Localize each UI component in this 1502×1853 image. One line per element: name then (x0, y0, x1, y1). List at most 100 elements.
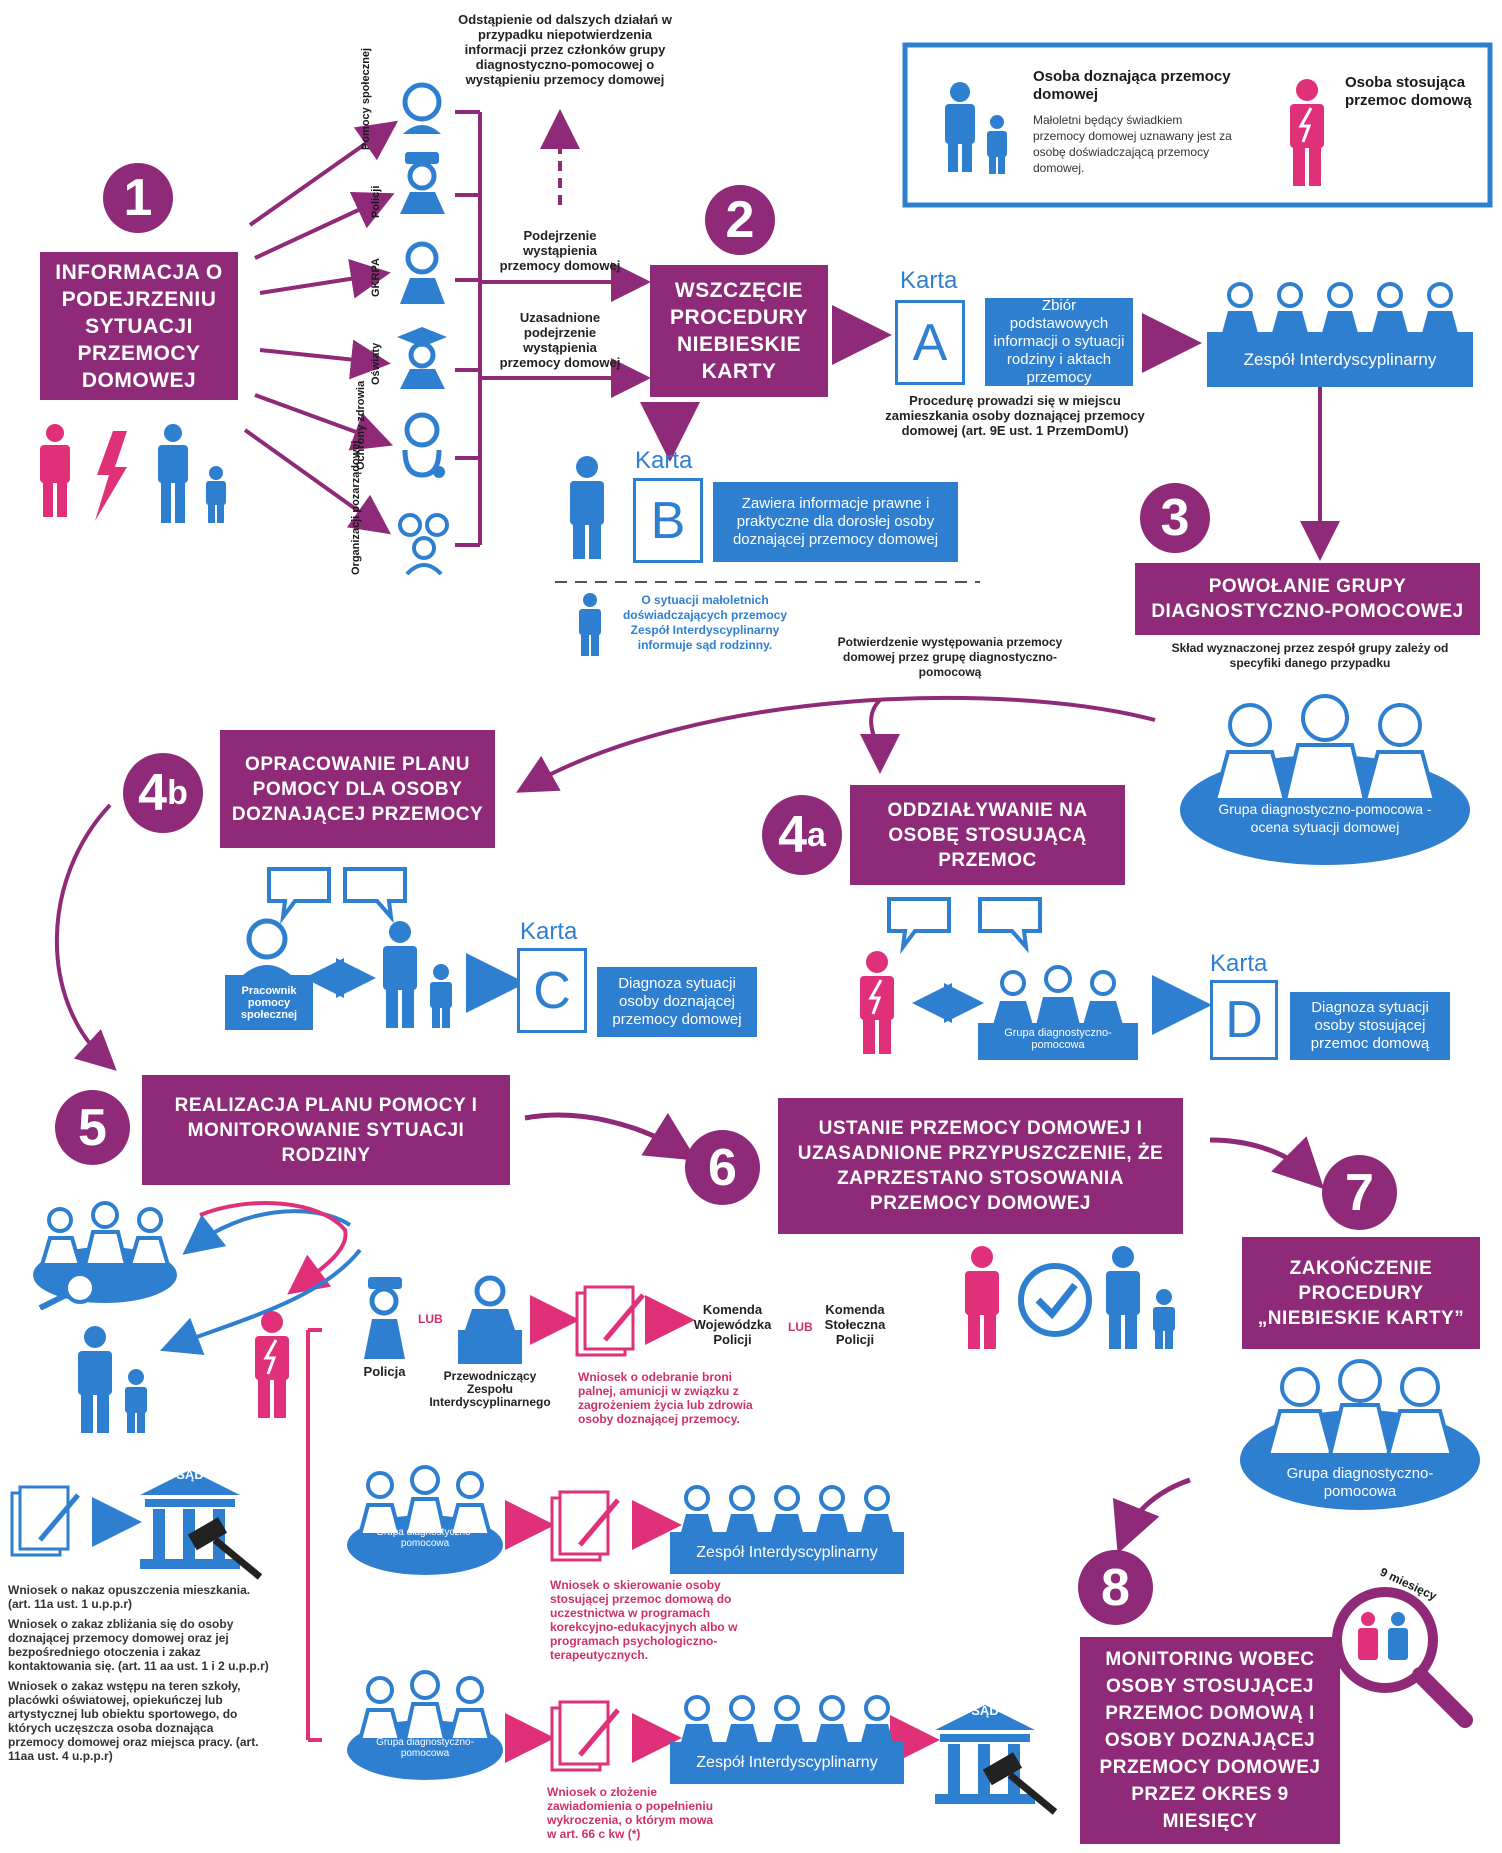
justified-suspicion-label: Uzasadnione podejrzenie wystąpienia prze… (499, 310, 621, 370)
step2-number: 2 (705, 185, 775, 255)
group-4a-label: Grupa diagnostyczno-pomocowa (1004, 1027, 1112, 1051)
program-request: Wniosek o skierowanie osoby stosującej p… (550, 1578, 738, 1662)
team-magnifier-icon (30, 1200, 180, 1310)
victim-bottom-left-icon (70, 1325, 155, 1435)
komenda-wojewodzka: Komenda Wojewódzka Policji (693, 1302, 772, 1347)
karta-a-note: Procedurę prowadzi się w miejscu zamiesz… (885, 393, 1145, 438)
step7-box: ZAKOŃCZENIE PROCEDURY „NIEBIESKIE KARTY” (1242, 1237, 1480, 1349)
group-eval-label: Grupa diagnostyczno-pomocowa - ocena syt… (1218, 801, 1432, 835)
ngo-group-icon (395, 510, 455, 575)
suspicion-label: Podejrzenie wystąpienia przemocy domowej (499, 228, 621, 273)
chairman-label: Przewodniczący Zespołu Interdyscyplinarn… (429, 1369, 551, 1409)
group-row3-icon (345, 1670, 505, 1780)
step1-people-icon (35, 423, 245, 528)
karta-b-victim-icon (565, 455, 610, 560)
step3-box: POWOŁANIE GRUPY DIAGNOSTYCZNO-POMOCOWEJ (1135, 563, 1480, 635)
karta-b-doc-icon: B (633, 478, 703, 563)
teacher-icon (395, 325, 450, 390)
karta-d-desc: Diagnoza sytuacji osoby stosującej przem… (1290, 992, 1450, 1060)
social-worker-icon (395, 80, 450, 135)
step8-number: 8 (1078, 1550, 1153, 1625)
step8-box: MONITORING WOBEC OSOBY STOSUJĄCEJ PRZEMO… (1080, 1637, 1340, 1844)
team-icon-top (1210, 275, 1470, 335)
police-officer-icon (395, 150, 450, 215)
document-pen-icon-2 (550, 1490, 625, 1570)
group-eval-icon (1180, 690, 1470, 865)
document-pen-icon-1 (575, 1285, 650, 1365)
step4a-num-suffix: a (807, 815, 826, 854)
social-worker-4b-icon (225, 915, 310, 975)
perpetrator-bottom-icon (250, 1310, 295, 1420)
victim-4b-icon (375, 920, 460, 1030)
group-row3-label: Grupa diagnostyczno-pomocowa (376, 1737, 474, 1759)
legend-perpetrator-icon (1285, 78, 1330, 188)
step6-resolved-icon (960, 1245, 1185, 1350)
legend-victim-desc: Małoletni będący świadkiem przemocy domo… (1033, 113, 1232, 175)
team-icon-row3 (672, 1688, 902, 1748)
court-label-left: SĄD (176, 1467, 204, 1482)
karta-a-desc: Zbiór podstawowych informacji o sytuacji… (985, 297, 1133, 386)
legend-victim-title: Osoba doznająca przemocy domowej (1033, 68, 1231, 103)
step4a-box: ODDZIAŁYWANIE NA OSOBĘ STOSUJĄCĄ PRZEMOC (850, 785, 1125, 885)
institution-label-ngo: Organizacji pozarządowej (350, 440, 362, 575)
group-row2-icon (345, 1465, 505, 1575)
court-icon-right (930, 1700, 1060, 1815)
step6-box: USTANIE PRZEMOCY DOMOWEJ I UZASADNIONE P… (778, 1098, 1183, 1234)
komenda-stoleczna: Komenda Stołeczna Policji (824, 1302, 886, 1347)
step5-number: 5 (55, 1090, 130, 1165)
zespol-box-row3: Zespół Interdyscyplinarny (670, 1742, 904, 1784)
step4b-box: OPRACOWANIE PLANU POMOCY DLA OSOBY DOZNA… (220, 730, 495, 848)
institution-label-police: Policji (370, 185, 382, 218)
confirmation-label: Potwierdzenie występowania przemocy domo… (837, 635, 1063, 679)
group-step7-icon (1240, 1355, 1480, 1510)
group-row2-label: Grupa diagnostyczno-pomocowa (376, 1527, 474, 1549)
court-label-right: SĄD (971, 1703, 999, 1718)
step5-box: REALIZACJA PLANU POMOCY I MONITOROWANIE … (142, 1075, 510, 1185)
lub-label-2: LUB (788, 1320, 813, 1334)
withdrawal-note: Odstąpienie od dalszych działań w przypa… (458, 12, 672, 87)
offence-request: Wniosek o złożenie zawiadomienia o popeł… (547, 1785, 714, 1841)
zespol-box-row2: Zespół Interdyscyplinarny (670, 1532, 904, 1574)
request-item-3: Wniosek o zakaz wstępu na teren szkoły, … (8, 1679, 259, 1763)
document-pen-icon-3 (550, 1700, 625, 1780)
document-pen-icon-left (10, 1485, 85, 1565)
speech-bubbles-4b (265, 865, 415, 925)
perpetrator-4a-icon (855, 950, 900, 1055)
legend-victim-icon (935, 80, 1015, 175)
karta-b-desc: Zawiera informacje prawne i praktyczne d… (713, 482, 958, 562)
request-item-1: Wniosek o nakaz opuszczenia mieszkania. … (8, 1583, 251, 1611)
magnifier-monitoring-icon (1330, 1585, 1475, 1730)
police-bottom-label: Policja (363, 1364, 406, 1379)
step1-number: 1 (103, 163, 173, 233)
step1-box: INFORMACJA O PODEJRZENIU SYTUACJI PRZEMO… (40, 252, 238, 400)
legend-perpetrator-title: Osoba stosująca przemoc domową (1345, 74, 1472, 109)
karta-b-word: Karta (635, 447, 693, 474)
karta-c-desc: Diagnoza sytuacji osoby doznającej przem… (597, 967, 757, 1037)
chairman-icon (450, 1275, 530, 1365)
group-step7-label: Grupa diagnostyczno-pomocowa (1286, 1465, 1434, 1500)
police-bottom-icon (362, 1275, 407, 1360)
request-item-2: Wniosek o zakaz zbliżania się do osoby d… (8, 1617, 269, 1673)
doctor-icon (395, 410, 450, 485)
karta-d-word: Karta (1210, 950, 1268, 977)
group-4a-icon (978, 965, 1138, 1060)
gkrpa-person-icon (395, 240, 450, 305)
firearm-request: Wniosek o odebranie broni palnej, amunic… (578, 1370, 753, 1426)
karta-a-doc-icon: A (895, 300, 965, 385)
institution-label-gkrpa: GKRPA (370, 258, 382, 297)
step4b-num-suffix: b (167, 773, 188, 812)
step2-box: WSZCZĘCIE PROCEDURY NIEBIESKIE KARTY (650, 265, 828, 397)
minors-child-icon (575, 592, 605, 657)
institution-label-education: Oświaty (370, 342, 382, 385)
zespol-box-top: Zespół Interdyscyplinarny (1207, 332, 1473, 387)
step3-note: Skład wyznaczonej przez zespół grupy zal… (1171, 641, 1449, 670)
karta-a-word: Karta (900, 267, 958, 294)
karta-c-word: Karta (520, 918, 578, 945)
step6-number: 6 (685, 1130, 760, 1205)
court-icon-left (135, 1465, 265, 1580)
step7-number: 7 (1322, 1155, 1397, 1230)
lub-label-1: LUB (418, 1312, 443, 1326)
